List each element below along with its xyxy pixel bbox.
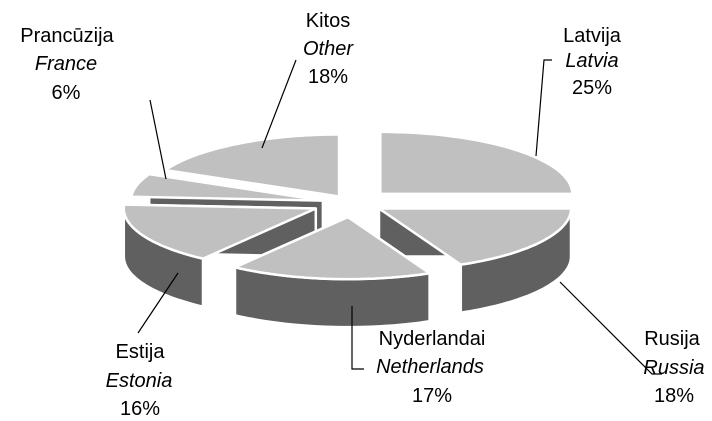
- slice-label-en: Russia: [643, 357, 704, 379]
- slice-value-label: 25%: [572, 77, 612, 99]
- slice-label-france: Prancūzija France 6%: [20, 25, 114, 104]
- slice-label-latvia: Latvija Latvia 25%: [563, 25, 622, 99]
- slice-label-en: Netherlands: [376, 356, 484, 378]
- slice-label-other: Kitos Other 18%: [303, 10, 354, 88]
- leader-line: [535, 59, 552, 157]
- slice-top: [377, 207, 573, 266]
- pie-slice: [122, 203, 318, 308]
- leader-line: [351, 306, 364, 370]
- leader-lines: [137, 59, 662, 375]
- slice-label-lt: Nyderlandai: [379, 328, 486, 350]
- slice-top: [122, 203, 318, 260]
- slice-label-netherlands: Nyderlandai Netherlands 17%: [376, 328, 485, 407]
- slice-label-estonia: Estija Estonia 16%: [106, 341, 173, 420]
- slice-value-label: 16%: [120, 398, 160, 420]
- pie-slice: [377, 207, 573, 314]
- slice-label-en: Estonia: [106, 370, 173, 392]
- pie-slices: [122, 130, 574, 329]
- slice-top: [130, 172, 325, 202]
- slice-value-label: 18%: [308, 66, 348, 88]
- leader-line: [137, 272, 179, 334]
- slice-value-label: 17%: [412, 385, 452, 407]
- slice-label-lt: Latvija: [563, 25, 622, 47]
- slice-label-lt: Prancūzija: [20, 25, 114, 47]
- slice-value-label: 18%: [654, 385, 694, 407]
- leader-line: [559, 281, 662, 375]
- slice-label-lt: Rusija: [644, 328, 700, 350]
- slice-value-label: 6%: [52, 82, 81, 104]
- leader-line: [149, 99, 167, 180]
- slice-label-en: Latvia: [565, 50, 618, 72]
- pie-slice: [233, 215, 431, 329]
- slice-top: [379, 130, 574, 196]
- slice-label-en: Other: [303, 38, 354, 60]
- slice-label-lt: Estija: [116, 341, 166, 363]
- slice-top: [233, 215, 431, 281]
- slice-label-russia: Rusija Russia 18%: [643, 328, 704, 407]
- slice-label-en: France: [35, 53, 97, 75]
- slice-top: [164, 133, 341, 198]
- leader-line: [261, 59, 297, 149]
- slice-label-lt: Kitos: [306, 10, 350, 32]
